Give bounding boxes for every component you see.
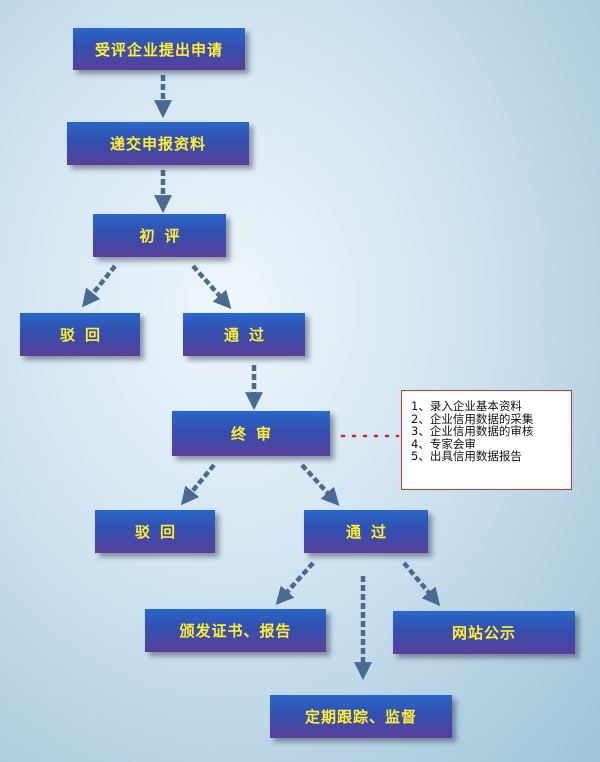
node-apply: 受评企业提出申请 bbox=[73, 28, 245, 70]
node-initial-pass: 通过 bbox=[183, 313, 305, 356]
note-item: 1、录入企业基本资料 bbox=[411, 399, 522, 413]
note-item: 5、出具信用数据报告 bbox=[411, 449, 522, 463]
node-final-review: 终审 bbox=[172, 411, 330, 456]
node-submit: 递交申报资料 bbox=[67, 122, 249, 165]
node-initial-review: 初评 bbox=[93, 214, 226, 257]
final-review-note: 1、录入企业基本资料 2、企业信用数据的采集 3、企业信用数据的审核 4、专家会… bbox=[401, 390, 572, 490]
arrow-final-review-to-reject bbox=[180, 463, 216, 506]
node-tracking: 定期跟踪、监督 bbox=[270, 695, 452, 738]
node-final-pass: 通过 bbox=[304, 510, 428, 553]
node-final-reject: 驳回 bbox=[95, 510, 215, 553]
note-item: 4、专家会审 bbox=[411, 436, 476, 451]
note-item: 2、企业信用数据的采集 bbox=[411, 411, 534, 426]
node-initial-reject: 驳回 bbox=[20, 313, 140, 356]
arrow-final-pass-to-publish bbox=[402, 561, 441, 607]
arrow-initial-review-to-reject bbox=[81, 264, 117, 308]
node-publish: 网站公示 bbox=[393, 611, 575, 654]
arrow-final-review-to-pass bbox=[300, 463, 340, 506]
node-issue-cert: 颁发证书、报告 bbox=[145, 609, 326, 652]
note-item: 3、企业信用数据的审核 bbox=[411, 424, 534, 438]
arrow-final-pass-to-issue-cert bbox=[275, 561, 315, 606]
arrow-initial-review-to-pass bbox=[191, 264, 232, 310]
